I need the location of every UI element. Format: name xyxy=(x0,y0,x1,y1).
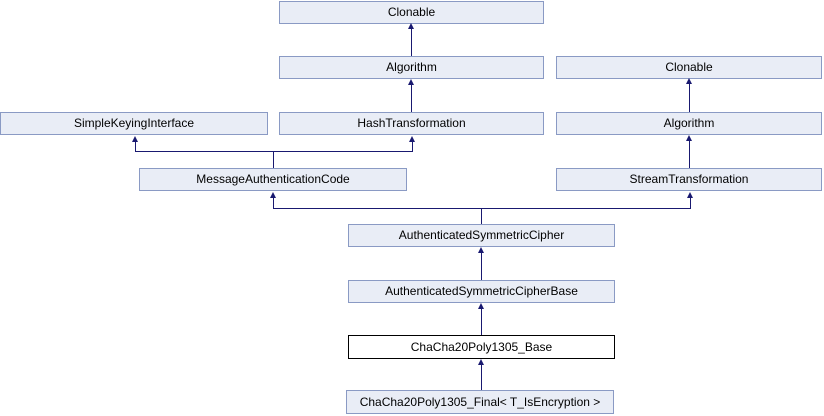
edge-asc-to-streamtransformation xyxy=(690,197,691,209)
edge-hashtransformation-to-algorithm xyxy=(411,84,412,112)
edge-asc-horizontal xyxy=(273,208,691,209)
arrowhead-chachafinal-to-chachabase xyxy=(478,359,484,365)
arrowhead-mac-to-simplekeyinginterface xyxy=(132,136,138,142)
edge-mac-to-simplekeyinginterface xyxy=(135,141,136,152)
arrowhead-ascbase-to-asc xyxy=(478,247,484,253)
class-node-algorithm-center[interactable]: Algorithm xyxy=(279,56,544,79)
class-node-messageauthenticationcode[interactable]: MessageAuthenticationCode xyxy=(139,168,407,191)
edge-chachabase-to-ascbase xyxy=(481,308,482,335)
class-node-chacha20poly1305-base-current: ChaCha20Poly1305_Base xyxy=(348,335,615,359)
class-node-clonable-top[interactable]: Clonable xyxy=(279,1,544,24)
class-node-algorithm-right[interactable]: Algorithm xyxy=(556,112,822,135)
edge-asc-stem xyxy=(481,208,482,224)
edge-asc-to-mac xyxy=(273,197,274,209)
edge-mac-stem xyxy=(273,151,274,168)
arrowhead-streamtransformation-to-algorithm-right xyxy=(686,135,692,141)
edge-mac-horizontal xyxy=(135,151,413,152)
edge-algorithm-right-to-clonable-right xyxy=(689,83,690,112)
edge-streamtransformation-to-algorithm-right xyxy=(689,140,690,168)
class-node-hashtransformation[interactable]: HashTransformation xyxy=(279,112,544,135)
edge-mac-to-hashtransformation xyxy=(412,141,413,152)
arrowhead-algorithm-right-to-clonable-right xyxy=(686,78,692,84)
class-node-clonable-right[interactable]: Clonable xyxy=(556,56,822,79)
class-node-simplekeyinginterface[interactable]: SimpleKeyingInterface xyxy=(0,112,268,135)
arrowhead-hashtransformation-to-algorithm xyxy=(408,79,414,85)
class-node-authenticatedsymmetriccipher[interactable]: AuthenticatedSymmetricCipher xyxy=(348,224,615,247)
edge-ascbase-to-asc xyxy=(481,252,482,280)
arrowhead-asc-to-mac xyxy=(270,192,276,198)
edge-chachafinal-to-chachabase xyxy=(481,364,482,390)
arrowhead-algorithm-to-clonable xyxy=(408,23,414,29)
arrowhead-asc-to-streamtransformation xyxy=(687,192,693,198)
edge-algorithm-to-clonable xyxy=(411,28,412,56)
arrowhead-mac-to-hashtransformation xyxy=(409,136,415,142)
class-node-streamtransformation[interactable]: StreamTransformation xyxy=(556,168,822,191)
class-node-authenticatedsymmetriccipherbase[interactable]: AuthenticatedSymmetricCipherBase xyxy=(348,280,615,303)
class-node-chacha20poly1305-final[interactable]: ChaCha20Poly1305_Final< T_IsEncryption > xyxy=(346,390,614,414)
arrowhead-chachabase-to-ascbase xyxy=(478,303,484,309)
